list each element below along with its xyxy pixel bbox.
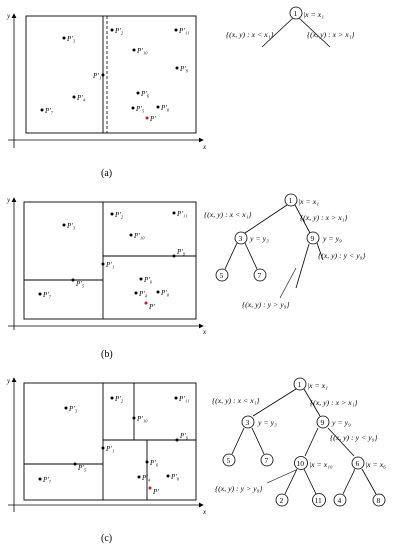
axes-c <box>8 377 204 512</box>
point-label: P′ <box>148 303 155 311</box>
point-label: P′₁ <box>105 261 114 269</box>
tree-node: 7 <box>258 271 262 280</box>
tree-node: 4 <box>338 496 342 505</box>
point-label: P′₁ <box>105 445 114 453</box>
tree-node: 1 <box>294 9 298 18</box>
tree-node: 5 <box>227 456 231 465</box>
point-label: P′₆ <box>140 90 150 98</box>
caption-a: (a) <box>101 168 112 179</box>
point-label: P′₅ <box>77 464 87 472</box>
point-label: P′₁₁ <box>176 210 188 218</box>
point-label: P′₄ <box>76 94 86 102</box>
point-label: P′₇ <box>42 476 52 484</box>
point-label: P′₉ <box>176 248 186 256</box>
x-axis-label-c: x <box>202 508 207 516</box>
y-axis-label-b: y <box>6 196 11 204</box>
region-label: {(x, y) : y < y₉} <box>318 251 366 260</box>
point-label: P′₉ <box>179 65 189 73</box>
points-b: P′₃ P′₂ P′₁₁ P′₁₀ P′₉ P′₁ P′₆ P′₅ P′₇ P′… <box>38 210 188 311</box>
point-label: P′₄ <box>138 290 148 298</box>
split-label: y = y₉ <box>322 234 342 243</box>
point-label: P′₇ <box>44 107 54 115</box>
region-label: {(x, y) : x < x₁} <box>212 396 260 405</box>
point-label: P′ <box>149 115 156 123</box>
caption-c: (c) <box>101 533 112 544</box>
panel-c: y x P′₃ P′₂ P′₁₁ P′₁₀ P′₉ P′₁ P′₆ P′₅ P′… <box>6 377 386 544</box>
point-label: P′₃ <box>66 35 76 43</box>
point-label: P′₃ <box>68 405 78 413</box>
tree-node: 6 <box>356 459 360 468</box>
region-label: {(x, y) : y < y₉} <box>330 433 378 442</box>
split-label: |x = x₁ <box>303 10 324 19</box>
point-label: P′₁₀ <box>133 232 145 240</box>
point-label: P′₅ <box>75 280 85 288</box>
tree-node: 9 <box>311 234 315 243</box>
point-label: P′₇ <box>42 291 52 299</box>
caption-b: (b) <box>101 349 113 360</box>
point-label: P′₄ <box>141 474 151 482</box>
region-box-a <box>25 15 197 134</box>
points-a: P′₃ P′₂ P′₁₁ P′₁₀ P′₉ P′₁ P′₄ P′₆ P′₇ P′… <box>40 27 190 123</box>
split-label: |x = x₁₀ <box>309 460 333 469</box>
region-label: {(x, y) : y > y₉} <box>242 300 290 309</box>
region-label: {(x, y) : x > x₁} <box>300 213 348 222</box>
point-label: P′₅ <box>135 105 145 113</box>
tree-c: 1 3 9 5 7 10 6 2 11 4 8 |x = x₁ {(x, y) … <box>212 377 386 507</box>
split-lines-b <box>24 202 196 319</box>
x-axis-label-a: x <box>202 143 207 151</box>
points-c: P′₃ P′₂ P′₁₁ P′₁₀ P′₉ P′₁ P′₆ P′₅ P′₇ P′… <box>38 395 190 496</box>
split-label: |x = x₁ <box>298 197 319 206</box>
x-axis-label-b: x <box>202 328 207 336</box>
tree-node: 5 <box>220 271 224 280</box>
region-label: {(x, y) : x > x₁} <box>307 30 355 39</box>
point-label: P′₁₀ <box>136 415 148 423</box>
region-box-c <box>23 382 197 501</box>
tree-node: 10 <box>297 459 305 468</box>
tree-node: 9 <box>321 418 325 427</box>
region-label: {(x, y) : x > x₁} <box>310 398 358 407</box>
tree-node: 7 <box>265 456 269 465</box>
region-label: {(x, y) : y > y₉} <box>215 484 263 493</box>
tree-node: 3 <box>239 234 243 243</box>
split-label: y = y₃ <box>249 234 269 243</box>
tree-node: 1 <box>289 196 293 205</box>
y-axis-label-a: y <box>6 12 11 20</box>
point-label: P′₆ <box>149 459 159 467</box>
split-label: y = y₃ <box>257 418 277 427</box>
tree-node: 1 <box>298 380 302 389</box>
region-label: {(x, y) : x < x₁} <box>204 210 252 219</box>
point-label: P′₃ <box>66 222 76 230</box>
point-label: P′₂ <box>114 395 124 403</box>
split-label: |x = x₁ <box>307 381 328 390</box>
split-lines-c <box>24 383 196 500</box>
point-label: P′₈ <box>170 473 180 481</box>
panel-b: y x P′₃ P′₂ P′₁₁ P′₁₀ P′₉ P′₁ P′₆ P′₅ P′… <box>6 193 366 360</box>
point-label: P′₁₁ <box>178 395 190 403</box>
point-label: P′₆ <box>143 276 153 284</box>
point-label: P′₂ <box>114 211 124 219</box>
point-label: P′₈ <box>160 289 170 297</box>
point-label: P′ <box>152 488 159 496</box>
tree-node: 3 <box>246 418 250 427</box>
split-label: |x = x₆ <box>365 460 386 469</box>
tree-node: 2 <box>280 496 284 505</box>
split-label: y = y₉ <box>331 418 351 427</box>
y-axis-label-c: y <box>6 377 11 385</box>
point-label: P′₉ <box>179 432 189 440</box>
region-box-b <box>23 201 197 320</box>
region-label: {(x, y) : x < x₁} <box>226 30 274 39</box>
axes-b <box>8 197 204 330</box>
tree-node: 11 <box>315 496 322 505</box>
axes-a <box>8 13 204 148</box>
tree-b: 1 3 9 5 7 |x = x₁ {(x, y) : x < x₁} {(x,… <box>204 193 366 309</box>
point-label: P′₂ <box>114 27 124 35</box>
panel-a: y x P′₃ P′₂ P′₁₁ P′₁₀ P′₉ P′₁ P′₄ P′₆ P′… <box>6 6 355 179</box>
tree-a: 1 |x = x₁ {(x, y) : x < x₁} {(x, y) : x … <box>226 6 355 48</box>
point-label: P′₁ <box>92 72 101 80</box>
point-label: P′₁₀ <box>136 47 148 55</box>
tree-node: 8 <box>377 496 381 505</box>
point-label: P′₁₁ <box>178 27 190 35</box>
point-label: P′₈ <box>160 104 170 112</box>
